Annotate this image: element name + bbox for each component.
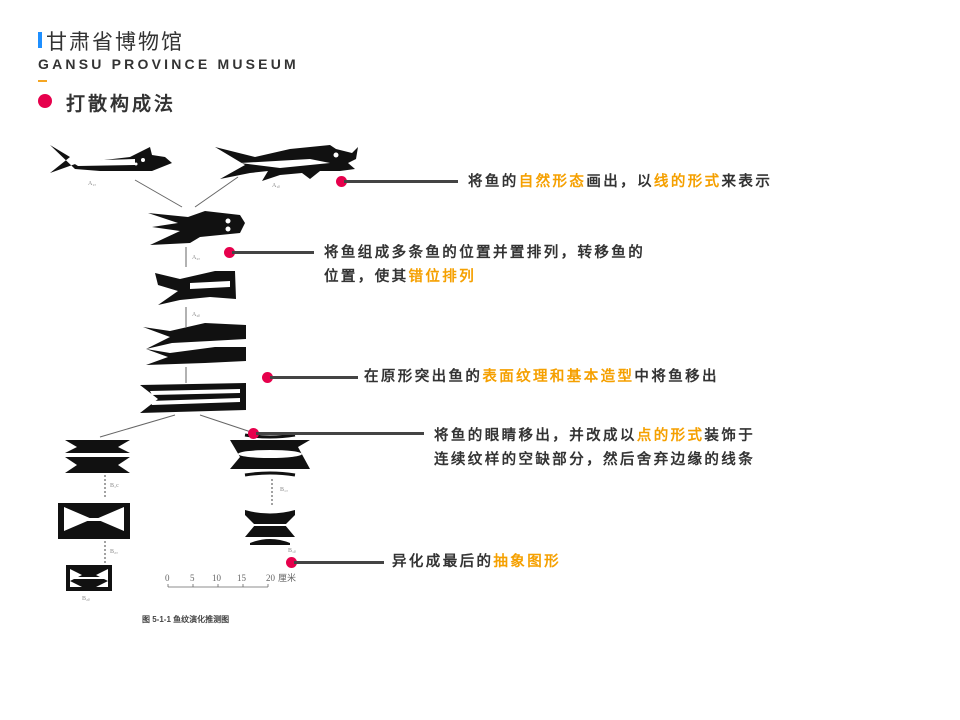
callout-1-highlight: 线的形式: [653, 174, 722, 190]
scale-tick: 0: [165, 573, 170, 583]
callout-2-text: 位置，使其: [324, 269, 409, 285]
pattern-b2b: [66, 565, 112, 591]
callout-connector: [294, 561, 384, 564]
callout-5-highlight: 抽象图形: [493, 554, 562, 570]
fish-a1b: [215, 145, 358, 181]
callout-3-text: 在原形突出鱼的: [364, 369, 483, 385]
callout-4: 将鱼的眼睛移出，并改成以点的形式装饰于 连续纹样的空缺部分，然后舍弃边缘的线条: [434, 424, 755, 472]
callout-dot-icon: [336, 176, 347, 187]
fish-label: B₂ₐ: [110, 549, 118, 555]
scale-bar: 0 5 10 15 20 厘米: [165, 572, 296, 588]
scale-unit: 厘米: [278, 572, 296, 583]
fish-label: B₁ᵦ: [288, 548, 296, 554]
fish-label: A₂ₐ: [192, 255, 200, 261]
fish-label: B₂ᵦ: [82, 596, 90, 602]
callout-3: 在原形突出鱼的表面纹理和基本造型中将鱼移出: [364, 365, 719, 389]
callout-5: 异化成最后的抽象图形: [392, 550, 561, 574]
fish-label: A₁ₐ: [88, 181, 96, 187]
scale-tick: 20: [266, 573, 276, 583]
fish-b1a: [143, 323, 246, 365]
callout-1-text: 画出，以: [586, 174, 654, 190]
callout-3-highlight: 表面纹理和基本造型: [482, 369, 635, 385]
fish-a2a: [148, 211, 245, 245]
fish-a2b: [155, 271, 236, 305]
callout-dot-icon: [248, 428, 259, 439]
callout-5-text: 异化成最后的: [392, 554, 494, 570]
pattern-b1-right-2: [245, 510, 295, 545]
callout-connector: [232, 251, 314, 254]
scale-tick: 15: [237, 573, 247, 583]
scale-tick: 5: [190, 573, 195, 583]
callout-connector: [344, 180, 458, 183]
callout-dot-icon: [262, 372, 273, 383]
brand-accent-bar: [38, 32, 42, 48]
brand-name-cn: 甘肃省博物馆: [46, 30, 184, 54]
callout-4-text: 连续纹样的空缺部分，然后舍弃边缘的线条: [434, 452, 756, 468]
callout-dot-icon: [224, 247, 235, 258]
fish-label: A₁ᵦ: [272, 183, 280, 189]
callout-3-text: 中将鱼移出: [634, 369, 719, 385]
fish-evolution-diagram: A₁ₐ A₁ᵦ A₂ₐ A₂ᵦ: [50, 145, 358, 624]
callout-1-text: 来表示: [721, 174, 773, 190]
callout-4-highlight: 点的形式: [636, 428, 705, 444]
callout-1: 将鱼的自然形态画出，以线的形式来表示: [468, 170, 772, 194]
pattern-b2a: [58, 503, 130, 539]
fish-b1b: [140, 383, 246, 413]
callout-2: 将鱼组成多条鱼的位置并置排列，转移鱼的 位置，使其错位排列: [324, 241, 645, 289]
callout-4-text: 将鱼的眼睛移出，并改成以: [434, 428, 637, 444]
figure-caption: 图 5-1-1 鱼纹演化推测图: [142, 614, 229, 624]
section-bullet-icon: [38, 94, 52, 108]
callout-connector: [270, 376, 358, 379]
callout-1-highlight: 自然形态: [518, 174, 587, 190]
pattern-b1c: [65, 440, 130, 473]
callout-4-text: 装饰于: [704, 428, 756, 444]
callout-2-highlight: 错位排列: [408, 269, 477, 285]
fish-label: B₁ₐ: [280, 487, 288, 493]
callout-2-text: 将鱼组成多条鱼的位置并置排列，转移鱼的: [324, 245, 646, 261]
fish-label: A₂ᵦ: [192, 312, 200, 318]
callout-dot-icon: [286, 557, 297, 568]
scale-tick: 10: [212, 573, 222, 583]
fish-evolution-figure: A₁ₐ A₁ᵦ A₂ₐ A₂ᵦ: [40, 135, 370, 635]
section-title: 打散构成法: [66, 93, 177, 115]
callout-1-text: 将鱼的: [468, 174, 519, 190]
fish-a1a: [50, 145, 172, 173]
fish-label: B₁c: [110, 483, 119, 489]
pattern-b1-right: [230, 433, 310, 477]
callout-connector: [256, 432, 424, 435]
brand-name-en: GANSU PROVINCE MUSEUM: [38, 56, 299, 72]
brand-underline: [38, 80, 47, 82]
